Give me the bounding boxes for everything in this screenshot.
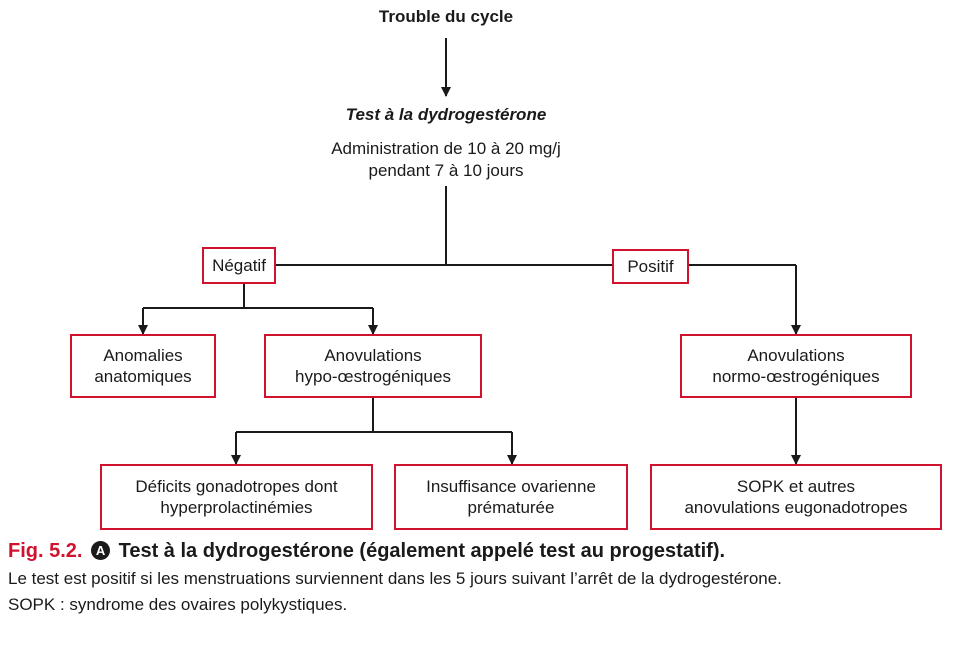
caption-title: Fig. 5.2. A Test à la dydrogestérone (ég… xyxy=(8,536,963,566)
test-desc-line-1: Administration de 10 à 20 mg/j xyxy=(331,139,561,158)
caption-line-1: Le test est positif si les menstruations… xyxy=(8,569,782,588)
connector-lines xyxy=(138,38,801,465)
caption-title-text: Test à la dydrogestérone (également appe… xyxy=(118,540,726,562)
test-desc-line-2: pendant 7 à 10 jours xyxy=(368,161,524,180)
test-title: Test à la dydrogestérone xyxy=(345,105,547,124)
positif-box: Positif xyxy=(612,249,689,284)
root-node: Trouble du cycle xyxy=(378,7,514,26)
figure-caption: Fig. 5.2. A Test à la dydrogestérone (ég… xyxy=(8,536,963,618)
caption-line-2: SOPK : syndrome des ovaires polykystique… xyxy=(8,595,348,614)
flowchart: Trouble du cycle Test à la dydrogestéron… xyxy=(70,7,942,530)
negatif-box: Négatif xyxy=(202,247,276,284)
figure-label: Fig. 5.2. xyxy=(8,540,83,562)
level-badge-icon: A xyxy=(91,541,111,560)
